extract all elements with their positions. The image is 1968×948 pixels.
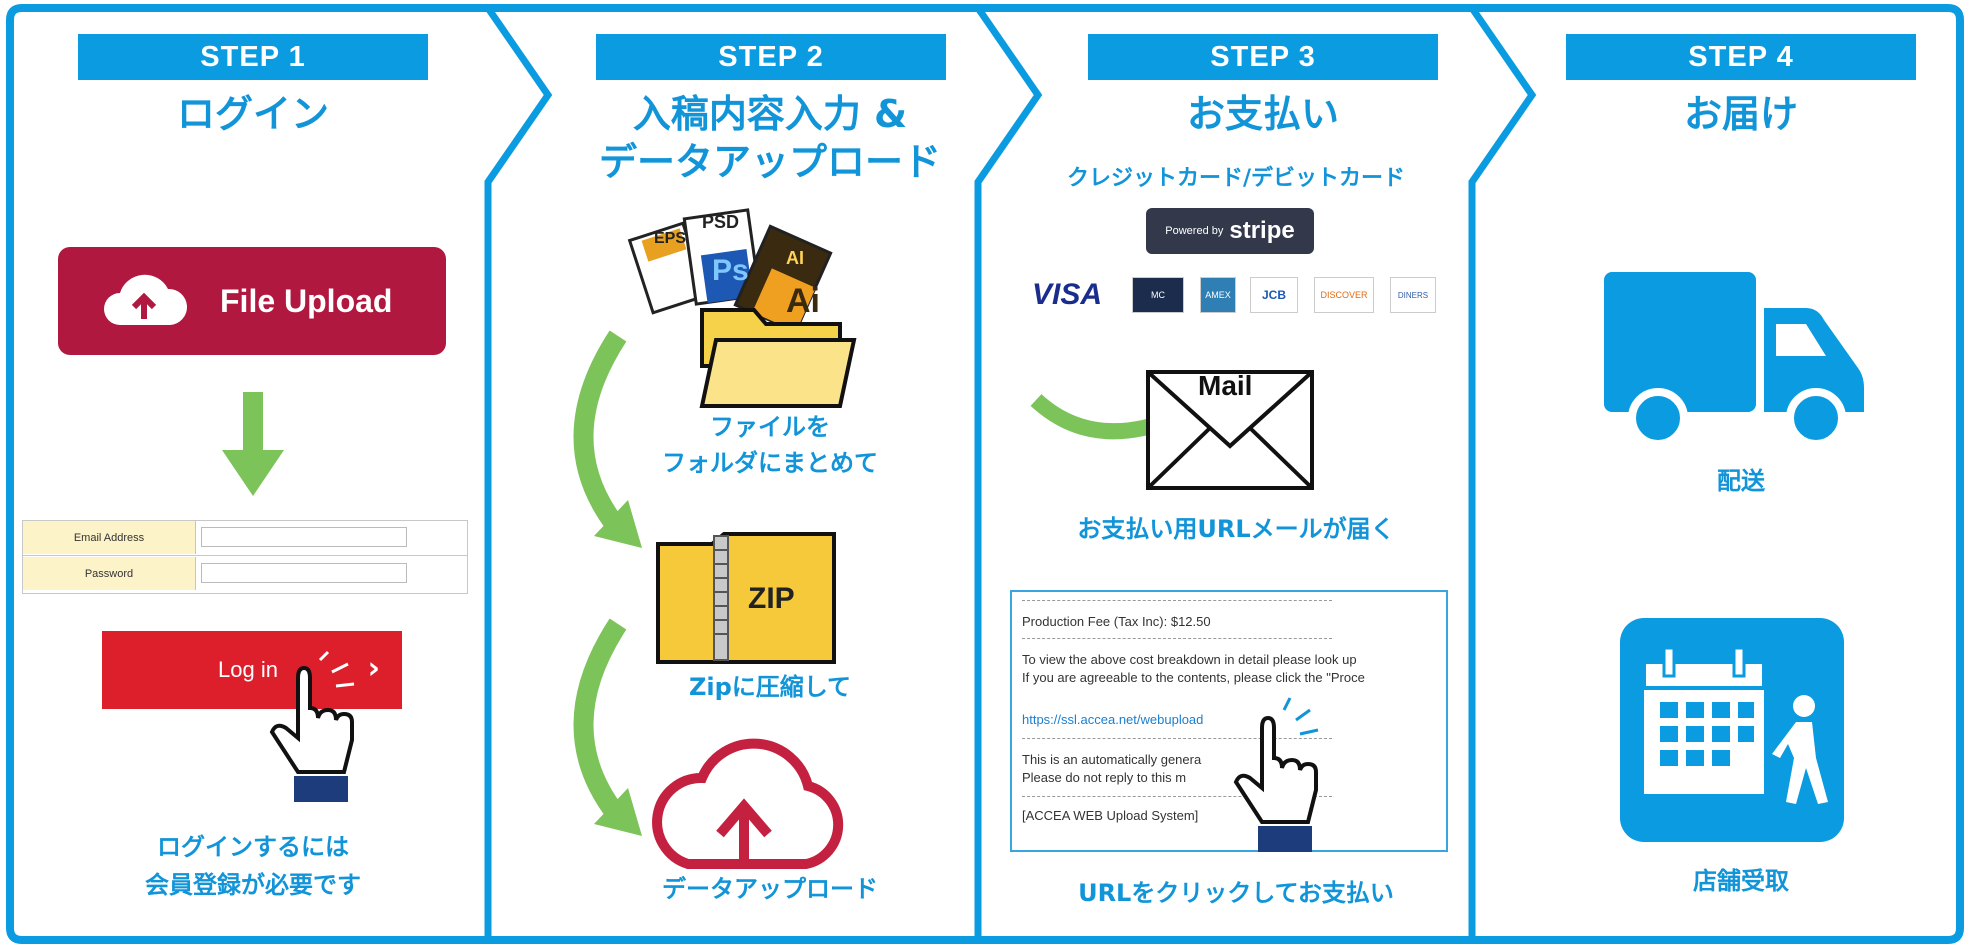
arrow-down-icon bbox=[222, 392, 284, 496]
file-upload-label: File Upload bbox=[220, 282, 393, 319]
divider bbox=[1022, 738, 1332, 739]
password-field[interactable] bbox=[201, 563, 407, 583]
login-button[interactable]: Log in › bbox=[102, 631, 402, 709]
ai-tag-large: Ai bbox=[786, 282, 820, 320]
divider bbox=[1022, 600, 1332, 601]
discover-logo: DISCOVER bbox=[1314, 277, 1374, 313]
jcb-logo: JCB bbox=[1250, 277, 1298, 313]
store-pickup-icon bbox=[1620, 618, 1844, 842]
payment-email-preview: Production Fee (Tax Inc): $12.50 To view… bbox=[1010, 590, 1448, 852]
envelope-icon bbox=[1146, 370, 1314, 490]
step1-banner: STEP 1 bbox=[78, 34, 428, 80]
diners-logo: DINERS bbox=[1390, 277, 1436, 313]
email-field[interactable] bbox=[201, 527, 407, 547]
stripe-powered-label: Powered by bbox=[1165, 225, 1224, 237]
pickup-caption: 店舗受取 bbox=[1693, 867, 1789, 895]
mastercard-label: MC bbox=[1151, 290, 1165, 300]
step4-banner: STEP 4 bbox=[1566, 34, 1916, 80]
step1-title: ログイン bbox=[176, 92, 329, 136]
jcb-label: JCB bbox=[1261, 288, 1286, 302]
step4-title: お届け bbox=[1683, 92, 1798, 136]
payment-link[interactable]: https://ssl.accea.net/webupload bbox=[1022, 712, 1204, 727]
curved-arrow-icon-2 bbox=[573, 618, 642, 836]
login-form: Email Address Password bbox=[22, 520, 468, 594]
discover-label: DISCOVER bbox=[1320, 290, 1368, 300]
visa-logo: VISA bbox=[1032, 278, 1103, 311]
diners-label: DINERS bbox=[1397, 290, 1429, 300]
zip-caption: Zipに圧縮して bbox=[688, 673, 852, 701]
amex-logo: AMEX bbox=[1200, 277, 1236, 313]
fee-line: Production Fee (Tax Inc): $12.50 bbox=[1022, 614, 1211, 629]
click-caption: URLをクリックしてお支払い bbox=[1078, 879, 1394, 907]
file-stack-icon bbox=[627, 208, 857, 408]
mail-label: Mail bbox=[1198, 370, 1253, 401]
pointer-hand-icon-2 bbox=[1233, 697, 1319, 852]
step1-caption-line1: ログインするには bbox=[157, 833, 349, 861]
walking-person-icon bbox=[1772, 695, 1828, 804]
mail-caption: お支払い用URLメールが届く bbox=[1077, 515, 1395, 543]
cloud-upload-icon bbox=[104, 274, 188, 325]
signature-line: [ACCEA WEB Upload System] bbox=[1022, 808, 1199, 823]
step3-banner: STEP 3 bbox=[1088, 34, 1438, 80]
folder-caption-line1: ファイルを bbox=[710, 413, 830, 441]
zip-folder-icon bbox=[656, 532, 836, 664]
stripe-name-label: stripe bbox=[1229, 217, 1295, 244]
ai-tag-small: AI bbox=[786, 248, 804, 268]
auto-line-2: Please do not reply to this m bbox=[1022, 770, 1187, 785]
password-label: Password bbox=[23, 557, 196, 590]
email-label: Email Address bbox=[23, 521, 196, 554]
divider bbox=[1022, 796, 1332, 797]
truck-icon bbox=[1604, 272, 1864, 448]
folder-caption-line2: フォルダにまとめて bbox=[662, 449, 878, 477]
email-row: Email Address bbox=[23, 521, 467, 556]
divider bbox=[1022, 638, 1332, 639]
file-upload-button[interactable]: File Upload bbox=[58, 247, 446, 355]
cards-heading: クレジットカード/デビットカード bbox=[1066, 166, 1406, 191]
upload-caption: データアップロード bbox=[662, 875, 878, 903]
auto-line-1: This is an automatically genera bbox=[1022, 752, 1202, 767]
password-row: Password bbox=[23, 557, 467, 591]
step2-banner: STEP 2 bbox=[596, 34, 946, 80]
mastercard-logo: MC bbox=[1132, 277, 1184, 313]
zip-label: ZIP bbox=[748, 582, 795, 615]
calendar-icon bbox=[1642, 646, 1766, 794]
step1-caption-line2: 会員登録が必要です bbox=[145, 871, 361, 899]
psd-tag: PSD bbox=[702, 212, 740, 232]
delivery-caption: 配送 bbox=[1717, 467, 1765, 495]
eps-tag: EPS bbox=[654, 230, 687, 247]
view-line-1: To view the above cost breakdown in deta… bbox=[1022, 652, 1357, 667]
amex-label: AMEX bbox=[1205, 290, 1231, 300]
pointer-hand-icon bbox=[269, 650, 355, 802]
ps-tag: Ps bbox=[712, 254, 749, 287]
stripe-badge: Powered by stripe bbox=[1146, 208, 1314, 254]
chevron-right-icon: › bbox=[367, 651, 380, 686]
step3-title: お支払い bbox=[1186, 92, 1339, 136]
view-line-2: If you are agreeable to the contents, pl… bbox=[1022, 670, 1365, 685]
login-label: Log in bbox=[218, 657, 278, 682]
step2-title-line2: データアップロード bbox=[598, 140, 941, 184]
curved-arrow-icon bbox=[573, 330, 642, 548]
step2-title-line1: 入稿内容入力 & bbox=[632, 92, 908, 136]
cloud-outline-upload-icon bbox=[652, 738, 844, 869]
